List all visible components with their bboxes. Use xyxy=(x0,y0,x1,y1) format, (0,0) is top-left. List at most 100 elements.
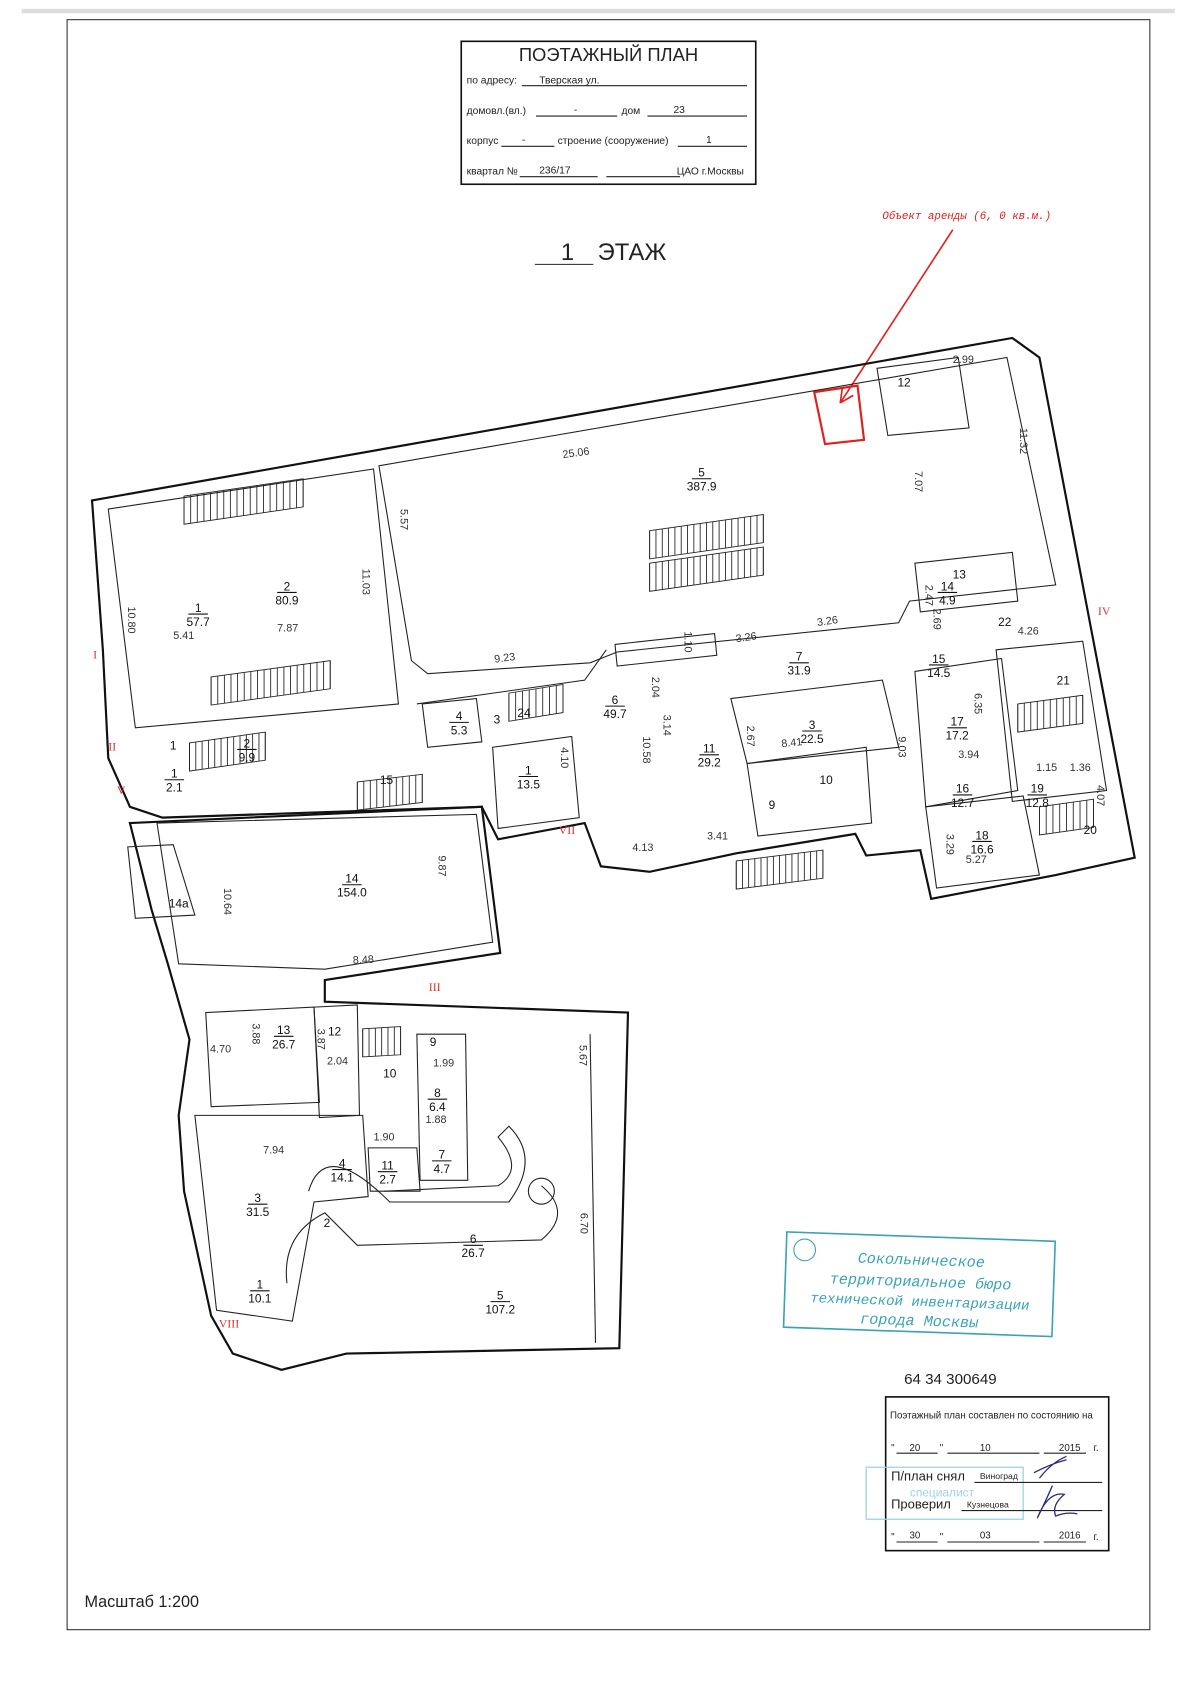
room-number: 9 xyxy=(769,798,776,812)
dimension-label: 6.70 xyxy=(577,1213,589,1234)
dimension-label: 3.26 xyxy=(735,630,758,645)
kvartal-label: квартал № xyxy=(467,166,518,177)
checked-label: Проверил xyxy=(891,1496,951,1511)
annotation-arrow xyxy=(839,229,954,404)
dimension-label: 4.13 xyxy=(632,842,653,854)
axis-marker: II xyxy=(108,740,116,754)
room-area: 5.3 xyxy=(451,723,468,737)
room-number: 2 xyxy=(284,579,291,593)
svg-text:": " xyxy=(940,1443,944,1454)
room-area: 26.7 xyxy=(272,1037,296,1051)
svg-text:": " xyxy=(891,1532,895,1543)
room-area: 2.1 xyxy=(166,781,183,795)
room-number: 14 xyxy=(941,579,955,593)
dimension-label: 3.14 xyxy=(661,715,673,736)
dimension-label: 5.57 xyxy=(398,509,410,530)
axis-marker: VIII xyxy=(219,1317,240,1331)
room-number: 7 xyxy=(438,1148,445,1162)
cert-date2-month: 03 xyxy=(980,1531,991,1542)
room-number: 3 xyxy=(494,712,501,726)
room-area: 4.9 xyxy=(939,593,956,607)
stair-flight xyxy=(362,1026,402,1058)
domovl-label: домовл.(вл.) xyxy=(467,106,526,117)
room-number: 1 xyxy=(525,763,532,777)
dimension-label: 3.88 xyxy=(249,1023,261,1044)
dimension-label: 3.94 xyxy=(958,749,979,761)
dimension-label: 3.29 xyxy=(943,834,955,855)
address-label: по адресу: xyxy=(467,76,517,87)
room-area: 31.9 xyxy=(787,664,811,678)
room-area: 29.2 xyxy=(698,756,722,770)
specialist-stamp xyxy=(865,1466,1024,1520)
stroenie-label: строение (сооружение) xyxy=(558,136,669,147)
signature-icon xyxy=(1033,1455,1078,1519)
korpus-label: корпус xyxy=(467,136,499,147)
room-number: 10 xyxy=(383,1066,397,1080)
room-area: 13.5 xyxy=(517,777,541,791)
room-area: 12.8 xyxy=(1026,796,1050,810)
certification-block: Поэтажный план составлен по состоянию на… xyxy=(865,1396,1110,1552)
stair-flight xyxy=(189,731,266,772)
dimension-label: 7.87 xyxy=(277,622,298,634)
checked-by: Кузнецова xyxy=(967,1499,1009,1509)
room-number: 16 xyxy=(956,782,970,796)
dimension-label: 4.10 xyxy=(558,747,570,768)
room-area: 57.7 xyxy=(187,615,211,629)
stair-flight xyxy=(356,773,423,811)
room-number: 2 xyxy=(244,736,251,750)
dimension-label: 1.15 xyxy=(1036,762,1057,774)
room-area: 14.1 xyxy=(331,1170,355,1184)
room-area: 31.5 xyxy=(246,1205,270,1219)
taken-label: П/план снял xyxy=(891,1468,965,1483)
axis-marker: I xyxy=(93,647,97,661)
dimension-label: 6.35 xyxy=(971,693,983,714)
arrow-head-icon xyxy=(839,387,854,404)
room-area: 9.9 xyxy=(239,750,256,764)
address-value: Тверская ул. xyxy=(539,76,599,87)
dimension-label: 11.32 xyxy=(1017,428,1029,454)
room-number: 8 xyxy=(434,1086,441,1100)
dimension-label: 7.07 xyxy=(912,471,924,492)
stroenie-value: 1 xyxy=(706,135,712,146)
room-number: 1 xyxy=(195,601,202,615)
dimension-label: 7.94 xyxy=(263,1144,284,1156)
room-number: 15 xyxy=(380,773,394,787)
dimension-label: 5.67 xyxy=(576,1045,588,1066)
cert-title: Поэтажный план составлен по состоянию на xyxy=(890,1411,1093,1422)
dimension-label: 10.80 xyxy=(125,607,137,634)
dimension-label: 25.06 xyxy=(562,445,590,461)
axis-marker: V xyxy=(117,783,126,797)
room-area: 22.5 xyxy=(800,732,824,746)
room-number: 13 xyxy=(953,567,967,581)
room-number: 24 xyxy=(517,706,531,720)
dimension-label: 9.87 xyxy=(436,856,448,877)
room-number: 10 xyxy=(819,773,833,787)
dimension-label: 8.48 xyxy=(352,954,374,967)
dom-value: 23 xyxy=(673,105,685,116)
room-area: 154.0 xyxy=(337,886,367,900)
room-number: 12 xyxy=(328,1024,342,1038)
room-number: 5 xyxy=(497,1288,504,1302)
room-number: 14 xyxy=(345,872,359,886)
dimension-label: 1.88 xyxy=(426,1114,447,1126)
dimension-label: 1.10 xyxy=(681,631,693,652)
dimension-label: 5.27 xyxy=(966,854,987,866)
floor-number: 1 xyxy=(561,239,574,266)
stair-flight xyxy=(735,849,824,890)
cert-date1-day: 20 xyxy=(909,1443,920,1454)
dimension-label: 10.64 xyxy=(221,888,233,915)
dimension-label: 4.70 xyxy=(210,1044,231,1056)
kvartal-value: 236/17 xyxy=(539,165,571,176)
dimension-label: 5.41 xyxy=(173,630,194,642)
domovl-value: - xyxy=(574,105,577,116)
axis-marker: IV xyxy=(1098,604,1111,618)
page-frame xyxy=(66,19,1151,1631)
floor-label: ЭТАЖ xyxy=(598,239,667,266)
room-number: 11 xyxy=(703,742,716,756)
year-suffix: г. xyxy=(1094,1532,1099,1543)
dimension-label: 2.99 xyxy=(953,354,974,366)
stamp-line: города Москвы xyxy=(860,1310,980,1332)
room-area: 6.4 xyxy=(429,1100,446,1114)
room-number: 6 xyxy=(470,1232,477,1246)
dimension-label: 2.47 xyxy=(923,585,935,606)
